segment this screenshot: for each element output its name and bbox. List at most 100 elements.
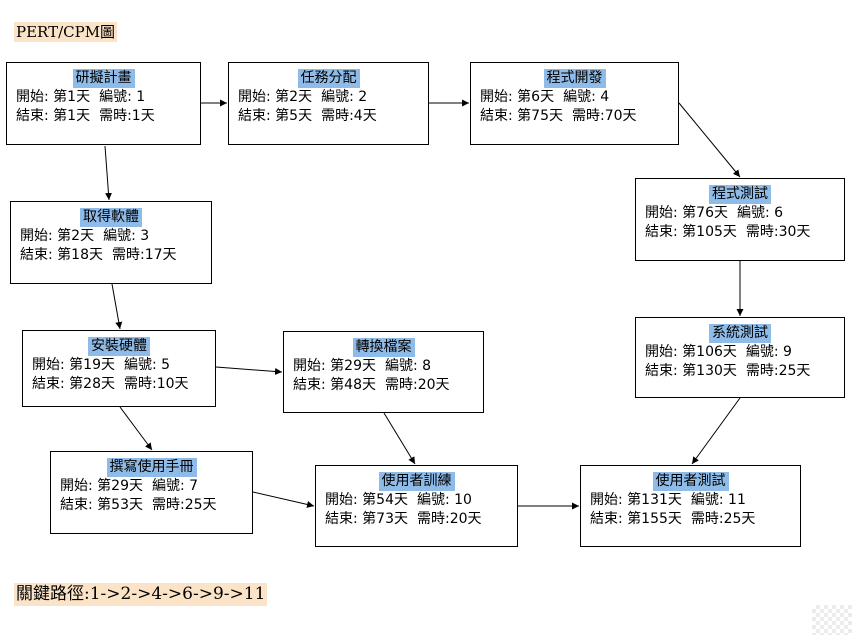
task-end: 結束: 第130天 [645,363,737,379]
task-start-row: 開始: 第1天編號: 1 [7,88,200,107]
task-end-row: 結束: 第53天需時:25天 [51,496,252,515]
task-start-row: 開始: 第2天編號: 3 [11,227,211,246]
task-start-row: 開始: 第76天編號: 6 [636,204,844,223]
task-start-row: 開始: 第29天編號: 7 [51,477,252,496]
task-start-row: 開始: 第6天編號: 4 [471,88,678,107]
task-start: 開始: 第29天 [293,358,376,374]
edge-4-6 [678,102,741,178]
edge-1-3 [104,145,112,201]
task-start-row: 開始: 第19天編號: 5 [23,356,215,375]
task-duration: 需時:10天 [123,376,189,392]
task-end-row: 結束: 第155天需時:25天 [581,510,800,529]
task-name: 使用者訓練 [378,472,455,491]
task-id: 編號: 2 [321,89,368,105]
task-end-row: 結束: 第5天需時:4天 [229,107,428,126]
task-duration: 需時:70天 [571,108,637,124]
task-start: 開始: 第1天 [16,89,91,105]
task-id: 編號: 7 [151,478,199,494]
task-id: 編號: 3 [103,228,150,244]
task-end-row: 結束: 第28天需時:10天 [23,375,215,394]
task-end-row: 結束: 第48天需時:20天 [284,376,483,395]
task-duration: 需時:1天 [99,108,155,124]
task-end: 結束: 第53天 [60,497,143,513]
task-id: 編號: 1 [99,89,146,105]
task-name: 系統測試 [709,324,771,343]
task-end-row: 結束: 第18天需時:17天 [11,246,211,265]
task-id: 編號: 10 [416,492,472,508]
task-start: 開始: 第54天 [325,492,408,508]
critical-path-label: 關鍵路徑:1->2->4->6->9->11 [14,583,268,606]
edge-9-11 [691,397,741,465]
task-start: 開始: 第6天 [480,89,555,105]
task-duration: 需時:17天 [111,247,177,263]
task-id: 編號: 4 [563,89,610,105]
task-end: 結束: 第18天 [20,247,103,263]
task-name: 程式開發 [543,69,606,88]
task-start: 開始: 第19天 [32,357,115,373]
task-id: 編號: 11 [690,492,746,508]
task-id: 編號: 6 [736,205,784,221]
task-end-row: 結束: 第105天需時:30天 [636,223,844,242]
task-end-row: 結束: 第130天需時:25天 [636,362,844,381]
task-name: 程式測試 [709,185,771,204]
edge-3-5 [111,283,123,330]
edge-5-7 [119,406,153,451]
task-id: 編號: 9 [745,344,792,360]
task-end-row: 結束: 第73天需時:20天 [316,510,517,529]
task-id: 編號: 5 [123,357,171,373]
task-name: 轉換檔案 [352,338,415,357]
task-start: 開始: 第29天 [60,478,143,494]
task-name: 使用者測試 [652,472,729,491]
task-end: 結束: 第75天 [480,108,563,124]
task-start-row: 開始: 第2天編號: 2 [229,88,428,107]
task-name: 任務分配 [297,69,360,88]
task-duration: 需時:20天 [416,511,482,527]
diagram-title: PERT/CPM圖 [14,22,118,42]
task-name: 安裝硬體 [88,337,150,356]
task-start: 開始: 第2天 [238,89,313,105]
task-duration: 需時:25天 [745,363,811,379]
task-start: 開始: 第2天 [20,228,95,244]
task-end-row: 結束: 第1天需時:1天 [7,107,200,126]
task-start-row: 開始: 第29天編號: 8 [284,357,483,376]
task-start: 開始: 第131天 [590,492,682,508]
task-duration: 需時:20天 [384,377,450,393]
task-name: 取得軟體 [80,208,142,227]
task-name: 研擬計畫 [72,69,135,88]
task-start-row: 開始: 第54天編號: 10 [316,491,517,510]
edge-7-10 [252,491,315,508]
task-duration: 需時:4天 [321,108,377,124]
task-name: 撰寫使用手冊 [106,458,197,477]
task-start-row: 開始: 第131天編號: 11 [581,491,800,510]
task-duration: 需時:25天 [151,497,217,513]
task-end: 結束: 第155天 [590,511,682,527]
task-end: 結束: 第1天 [16,108,91,124]
task-end: 結束: 第105天 [645,224,737,240]
task-start: 開始: 第76天 [645,205,728,221]
task-end: 結束: 第28天 [32,376,115,392]
task-end: 結束: 第73天 [325,511,408,527]
task-start: 開始: 第106天 [645,344,737,360]
task-id: 編號: 8 [384,358,432,374]
task-end: 結束: 第48天 [293,377,376,393]
task-end: 結束: 第5天 [238,108,313,124]
edge-8-10 [383,412,416,465]
transparency-checker [812,605,852,635]
task-end-row: 結束: 第75天需時:70天 [471,107,678,126]
edge-5-8 [215,366,283,375]
task-start-row: 開始: 第106天編號: 9 [636,343,844,362]
task-duration: 需時:25天 [690,511,756,527]
task-duration: 需時:30天 [745,224,811,240]
